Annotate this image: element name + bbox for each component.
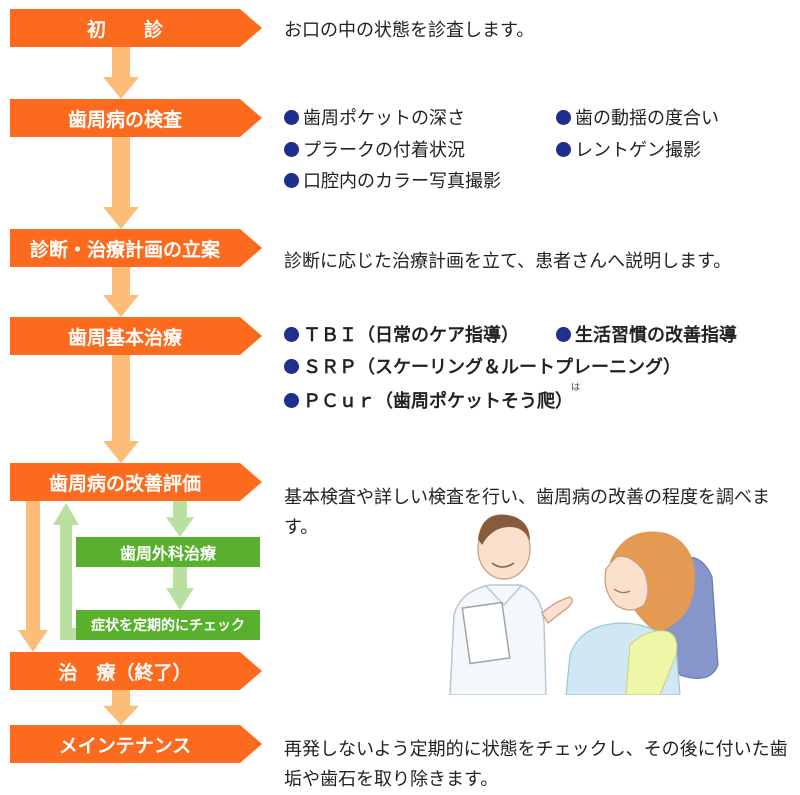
bullet-tbi: ＴＢＩ（日常のケア指導） [284, 324, 519, 348]
bullet-dot-icon [284, 142, 299, 157]
ruby-reading: は [571, 383, 581, 393]
sub-arrows [53, 501, 194, 640]
bullet-dot-icon [284, 359, 299, 374]
main-arrow-complete [18, 501, 48, 652]
bullet-dot-icon [284, 173, 299, 188]
step-periodontal-exam: 歯周病の検査 [10, 99, 262, 137]
bullet-dot-icon [556, 142, 571, 157]
step-basic-treatment: 歯周基本治療 [10, 317, 262, 355]
sub-step-surgery: 歯周外科治療 [76, 537, 260, 567]
loop-arrow [53, 503, 79, 640]
main-arrow [103, 267, 139, 317]
main-arrow [103, 137, 139, 229]
bullet-tooth-mobility: 歯の動揺の度合い [556, 107, 719, 131]
sub-arrow [166, 501, 194, 537]
step-maintenance: メインテナンス [10, 725, 262, 763]
bullet-dot-icon [284, 110, 299, 125]
main-arrow [103, 355, 139, 463]
bullet-lifestyle: 生活習慣の改善指導 [556, 324, 737, 348]
bullet-dot-icon [556, 327, 571, 342]
bullet-color-photo: 口腔内のカラー写真撮影 [284, 170, 501, 194]
step-improvement-evaluation: 歯周病の改善評価 [10, 463, 262, 501]
bullet-srp: ＳＲＰ（スケーリング＆ルートプレーニング） [284, 356, 681, 380]
main-arrow [103, 47, 139, 99]
step-diagnosis-planning: 診断・治療計画の立案 [10, 229, 262, 267]
bullet-pcur: ＰＣｕｒ（歯周ポケットそう爬） [284, 390, 573, 414]
main-arrows [18, 47, 139, 725]
description-maintenance: 再発しないよう定期的に状態をチェックし、その後に付いた歯垢や歯石を取り除きます。 [284, 739, 788, 790]
step-treatment-complete: 治 療（終了） [10, 652, 262, 690]
bullet-dot-icon [284, 393, 299, 408]
bullet-dot-icon [556, 110, 571, 125]
description-first-visit: お口の中の状態を診査します。 [284, 20, 535, 41]
sub-arrow [166, 567, 194, 610]
main-arrow [103, 690, 139, 725]
bullet-xray: レントゲン撮影 [556, 139, 701, 163]
loop-connector [60, 628, 78, 640]
description-evaluation: 基本検査や詳しい検査を行い、歯周病の改善の程度を調べます。 [284, 487, 770, 538]
bullet-dot-icon [284, 327, 299, 342]
dentist-patient-illustration-icon [449, 514, 719, 695]
bullet-plaque: プラークの付着状況 [284, 139, 465, 163]
step-first-visit: 初 診 [10, 9, 262, 47]
sub-step-periodic-check: 症状を定期的にチェック [76, 610, 260, 640]
description-diagnosis: 診断に応じた治療計画を立て、患者さんへ説明します。 [284, 251, 732, 272]
bullet-pocket-depth: 歯周ポケットの深さ [284, 107, 465, 131]
